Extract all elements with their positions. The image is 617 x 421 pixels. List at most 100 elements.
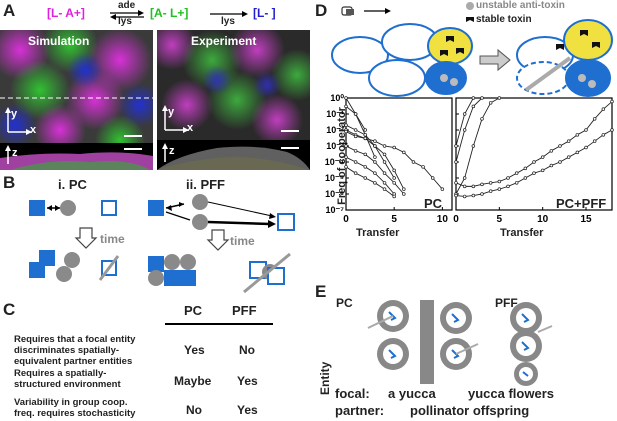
series-point [421,165,425,169]
series-point [373,139,377,143]
strain-a-minus-l-plus: [A- L+] [150,6,189,20]
x-tick-label: 5 [497,214,503,225]
y-tick-label: 10⁻⁵ [325,173,344,183]
series-point [558,144,562,148]
series-point [523,176,528,180]
experiment-image: Experiment y x z [157,30,310,170]
y-tick-label: 10⁻⁷ [326,205,345,215]
series-point [392,176,396,180]
x-tick-label: 15 [580,214,592,225]
x-tick-label: 5 [391,214,397,225]
axis-x-label: x [30,124,37,136]
plot-frame-1 [455,97,613,211]
focal-value: a yucca [388,386,436,401]
row3-line2: freq. requires stochasticity [14,408,136,419]
series-point [480,117,484,121]
time-label-1: time [100,232,125,246]
table-row-1: Requires that a focal entity discriminat… [14,334,135,367]
series-point [402,192,406,196]
series-point [549,149,554,153]
row1-line2: discriminates spatially- [14,345,120,356]
flower-pff-2 [510,330,542,362]
table-header-pff: PFF [232,303,257,318]
series-point [575,133,580,137]
legend-stable-toxin: stable toxin [476,14,532,25]
row3-pff: Yes [237,403,258,417]
series-point [497,96,502,100]
row2-line2: structured environment [14,379,121,390]
axis-x-label-2: x [187,122,194,134]
pe-pff-title: PFF [495,296,518,310]
simulation-title: Simulation [28,34,90,48]
table-header-pc: PC [184,303,203,318]
series-point [471,144,476,148]
series-point [430,176,435,180]
series-point [462,184,467,189]
axis-y-label-2: y [168,106,175,118]
entity-label: Entity [318,361,332,395]
axis-z-label-2: z [169,145,175,157]
series-point [506,184,510,189]
series-point [575,150,580,155]
panel-label-d: D [315,1,328,20]
series-point [462,128,467,132]
series-point [363,128,368,132]
experiment-title: Experiment [191,34,257,48]
series-point [488,189,493,193]
strain-l-minus: [L- ] [253,6,276,20]
scale-bar-2 [281,130,299,132]
series-point [592,117,597,121]
series-point [363,165,368,169]
series-point [411,160,416,164]
series-point [462,194,467,199]
strain-l-minus-a-plus: [L- A+] [47,6,85,20]
series-point [584,145,588,150]
series-point [601,133,606,137]
series-point [344,104,348,109]
series-point [471,104,476,109]
series-line-0-2 [345,124,395,179]
partner-value: pollinator offspring [410,403,530,418]
y-tick-label: 10⁻⁶ [325,189,344,199]
table-row-3: Variability in group coop. freq. require… [14,397,135,419]
legend-unstable-antitoxin: unstable anti-toxin [476,0,565,11]
series-point [532,171,536,175]
x-tick-label: 10 [537,214,549,225]
x-tick-label: 10 [437,214,449,225]
y-tick-label: 10⁻¹ [326,109,344,119]
row3-pc: No [186,403,202,417]
x-axis-title-1: Transfer [356,227,400,239]
experiment-texture [157,30,310,170]
forward-arrow [210,11,248,17]
focal-value-2: yucca flowers [468,386,554,401]
series-point [497,187,502,191]
series-point [344,165,348,169]
series-point [392,194,396,199]
focal-label: focal: [335,386,370,401]
flower-pff-3 [514,362,538,386]
series-point [373,144,377,148]
axis-z-arrow-2 [162,143,168,162]
series-point [454,160,458,164]
series-point [532,160,536,164]
panel-label-e: E [315,282,327,301]
scale-bar [124,135,142,137]
series-point [454,181,458,185]
panel-d-legend-diagram [331,2,613,97]
row1-line1: Requires that a focal entity [14,334,136,345]
series-point [373,171,377,175]
series-point [480,96,484,100]
chart-label-pc-pff: PC+PFF [556,196,607,211]
series-point [382,187,387,191]
flower-pc-3 [377,338,409,370]
simulation-image: Simulation y x z [0,30,153,170]
row2-pc: Maybe [174,374,212,388]
series-point [363,176,368,180]
series-point [523,166,528,171]
series-line-1-1 [455,97,483,163]
x-tick-label: 0 [453,214,459,225]
series-point [462,112,467,116]
series-point [592,139,597,143]
arrow-label-lys-2: lys [221,16,235,27]
series-line-0-3 [345,129,405,190]
